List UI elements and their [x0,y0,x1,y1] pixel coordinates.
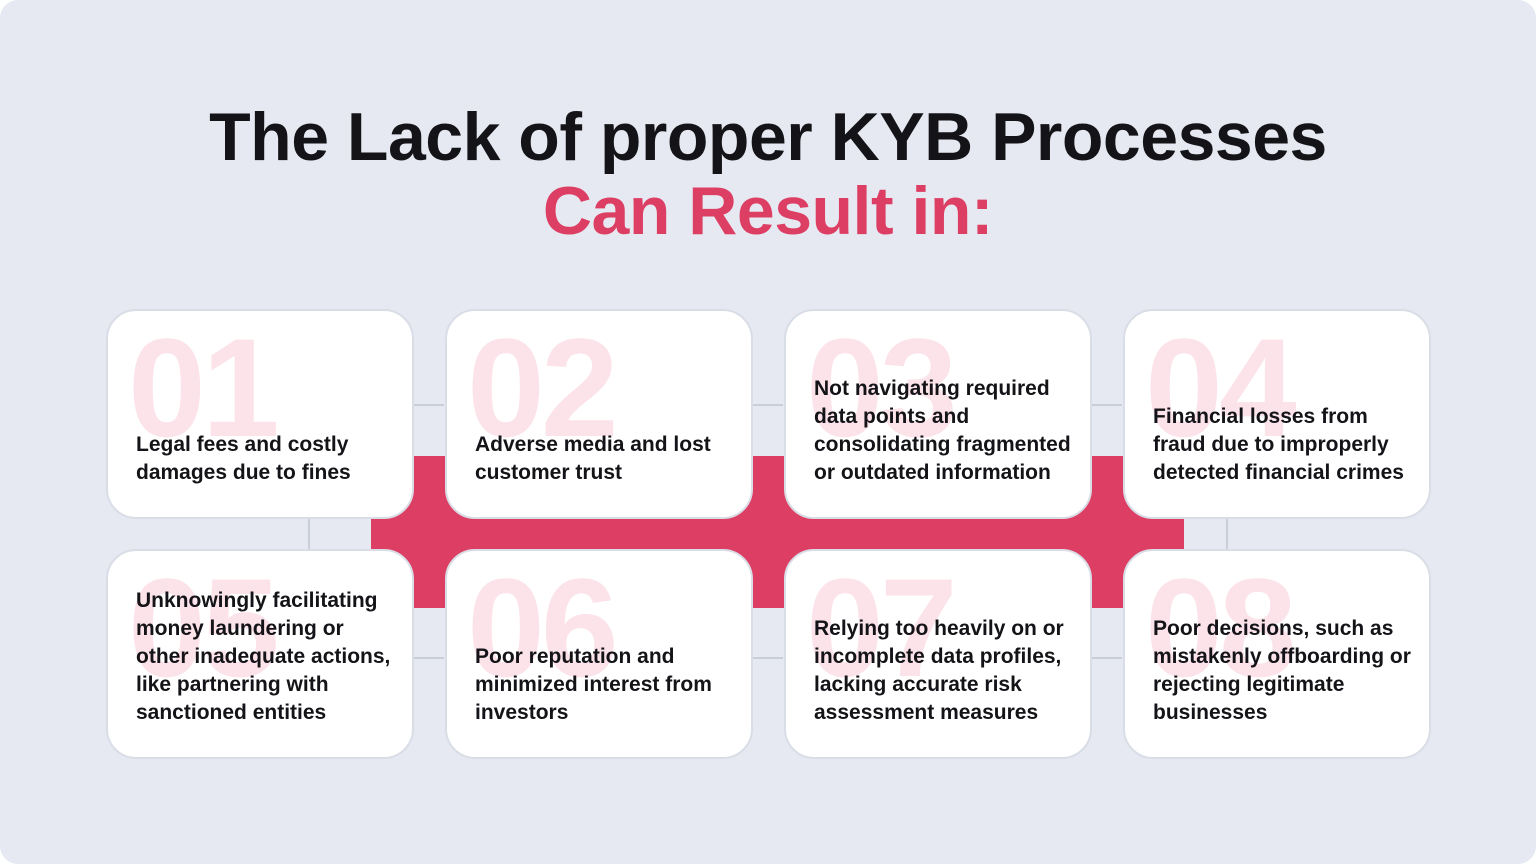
result-card-05: 05 Unknowingly facilitating money launde… [106,549,414,759]
card-number: 04 [1145,309,1297,466]
connector-line [753,657,783,659]
card-text: Legal fees and costly damages due to fin… [136,433,351,484]
result-card-04: 04 Financial losses from fraud due to im… [1123,309,1431,519]
card-text: Unknowingly facilitating money launderin… [136,589,391,724]
card-number: 03 [806,309,958,466]
card-number: 06 [467,549,619,706]
card-number: 01 [128,309,280,466]
title-line-1: The Lack of proper KYB Processes [209,99,1327,175]
title-line-2: Can Result in: [542,173,994,249]
connector-line [1092,657,1122,659]
card-text: Adverse media and lost customer trust [475,433,711,484]
result-card-03: 03 Not navigating required data points a… [784,309,1092,519]
result-card-01: 01 Legal fees and costly damages due to … [106,309,414,519]
result-card-07: 07 Relying too heavily on or incomplete … [784,549,1092,759]
result-card-08: 08 Poor decisions, such as mistakenly of… [1123,549,1431,759]
card-text: Relying too heavily on or incomplete dat… [814,617,1064,724]
connector-line [414,657,444,659]
card-text: Not navigating required data points and … [814,377,1071,484]
card-text: Financial losses from fraud due to impro… [1153,405,1404,484]
connector-line [753,404,783,406]
connector-line [308,519,310,549]
result-card-02: 02 Adverse media and lost customer trust [445,309,753,519]
card-text: Poor reputation and minimized interest f… [475,645,712,724]
card-number: 08 [1145,549,1297,706]
card-text: Poor decisions, such as mistakenly offbo… [1153,617,1411,724]
connector-line [1226,519,1228,549]
connector-line [414,404,444,406]
card-number: 02 [467,309,619,466]
page-title: The Lack of proper KYB Processes Can Res… [0,100,1536,248]
connector-line [1092,404,1122,406]
card-number: 05 [128,549,280,706]
card-number: 07 [806,549,958,706]
result-card-06: 06 Poor reputation and minimized interes… [445,549,753,759]
